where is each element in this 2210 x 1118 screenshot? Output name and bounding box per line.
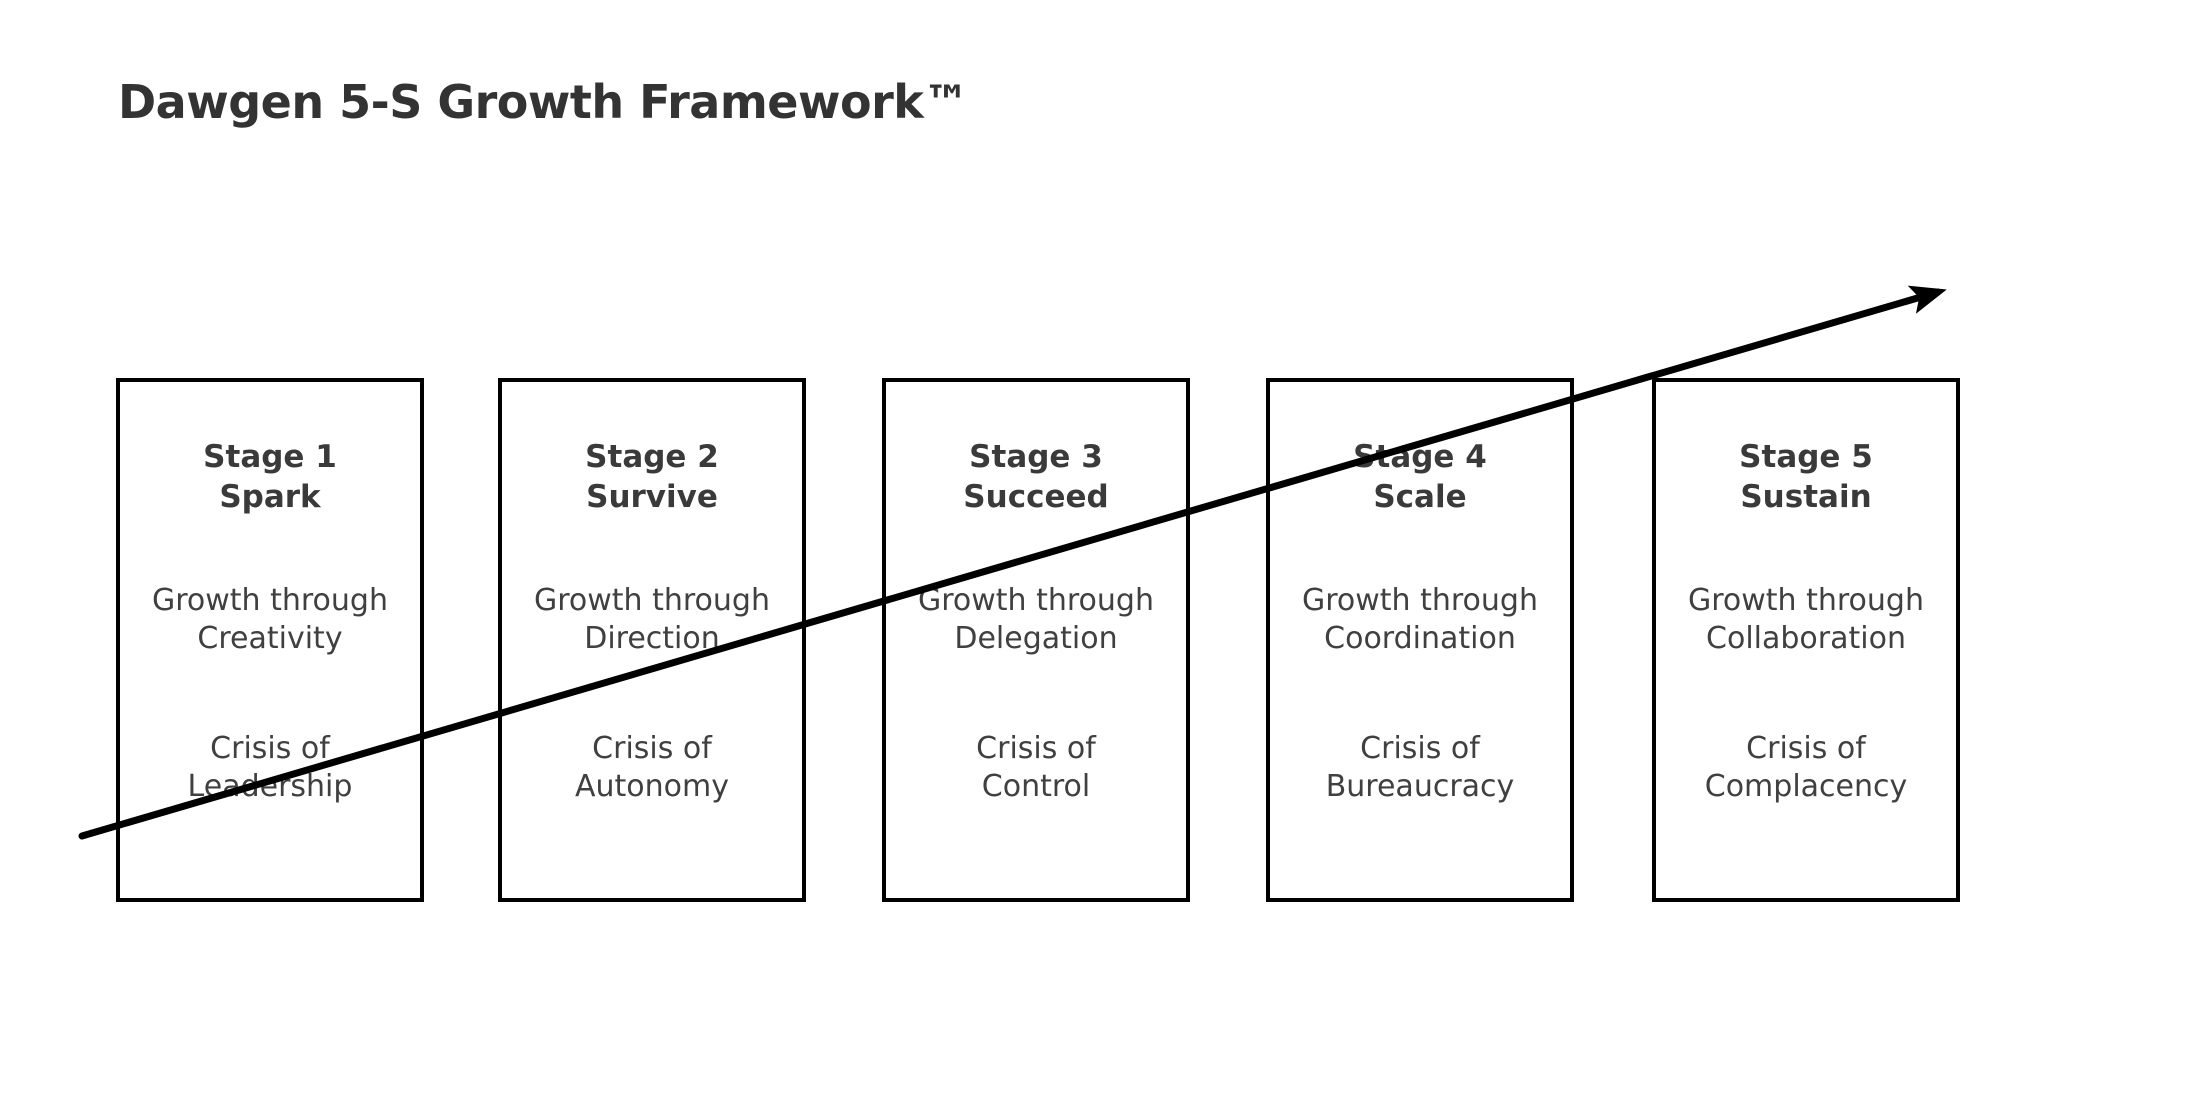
- stage-box-4: Stage 4 Scale Growth through Coordinatio…: [1266, 378, 1574, 902]
- stage-1-growth-text: Growth through Creativity: [151, 583, 388, 657]
- stage-3-heading: Stage 3 Succeed: [963, 439, 1109, 515]
- stage-5-heading: Stage 5 Sustain: [1739, 439, 1873, 515]
- stage-4-heading: Stage 4 Scale: [1353, 439, 1487, 515]
- stage-2-crisis-text: Crisis of Autonomy: [575, 731, 729, 805]
- stage-box-1: Stage 1 Spark Growth through Creativity …: [116, 378, 424, 902]
- stage-3-crisis-text: Crisis of Control: [976, 731, 1096, 805]
- stage-2-growth-text: Growth through Direction: [533, 583, 770, 657]
- stage-3-growth-text: Growth through Delegation: [917, 583, 1154, 657]
- stage-4-growth-text: Growth through Coordination: [1301, 583, 1538, 657]
- stage-4-crisis-text: Crisis of Bureaucracy: [1325, 731, 1515, 805]
- stage-5-crisis-text: Crisis of Complacency: [1704, 731, 1908, 805]
- stage-1-heading: Stage 1 Spark: [203, 439, 337, 515]
- stage-box-3: Stage 3 Succeed Growth through Delegatio…: [882, 378, 1190, 902]
- stage-box-5: Stage 5 Sustain Growth through Collabora…: [1652, 378, 1960, 902]
- stage-box-2: Stage 2 Survive Growth through Direction…: [498, 378, 806, 902]
- stage-1-crisis-text: Crisis of Leadership: [187, 731, 353, 805]
- stage-5-growth-text: Growth through Collaboration: [1687, 583, 1924, 657]
- page-title: Dawgen 5-S Growth Framework™: [118, 75, 969, 129]
- stage-2-heading: Stage 2 Survive: [585, 439, 719, 515]
